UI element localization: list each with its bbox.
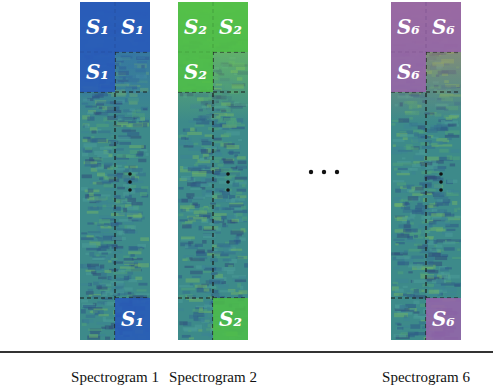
spectrogram-panel: Spectrogram 2S₂S₂S₂S₂ (178, 2, 248, 340)
segment-label: S₂ (219, 309, 242, 329)
spectrogram-caption: Spectrogram 2 (169, 369, 257, 386)
spectrogram-caption: Spectrogram 6 (382, 369, 470, 386)
segment-label: S₁ (121, 17, 144, 37)
spectrogram-panel: Spectrogram 1S₁S₁S₁S₁ (80, 2, 150, 340)
label-cell: S₆ (426, 2, 461, 52)
label-cell: S₆ (391, 2, 426, 52)
label-cell: S₆ (426, 298, 461, 340)
spectrogram-texture (178, 2, 248, 340)
segment-label: S₁ (121, 309, 144, 329)
label-cell: S₁ (115, 298, 150, 340)
label-cell: S₁ (115, 2, 150, 52)
horizontal-ellipsis (309, 170, 339, 174)
segment-label: S₆ (432, 17, 455, 37)
segment-label: S₆ (397, 62, 420, 82)
vertical-ellipsis (226, 172, 230, 192)
spectrogram-panel: Spectrogram 6S₆S₆S₆S₆ (391, 2, 461, 340)
label-cell: S₂ (213, 2, 248, 52)
segment-label: S₆ (432, 309, 455, 329)
vertical-ellipsis (128, 172, 132, 192)
segment-label: S₆ (397, 17, 420, 37)
spectrogram-texture (391, 2, 461, 340)
label-cell: S₆ (391, 52, 426, 92)
label-cell: S₁ (80, 52, 115, 92)
segment-label: S₁ (86, 62, 109, 82)
grid-dashes (80, 2, 150, 340)
baseline-rule (0, 351, 493, 353)
label-cell: S₂ (213, 298, 248, 340)
label-cell: S₂ (178, 52, 213, 92)
segment-label: S₂ (184, 62, 207, 82)
vertical-ellipsis (439, 172, 443, 192)
segment-label: S₁ (86, 17, 109, 37)
spectrogram-texture (80, 2, 150, 340)
label-cell: S₂ (178, 2, 213, 52)
grid-dashes (391, 2, 461, 340)
segment-label: S₂ (184, 17, 207, 37)
segment-label: S₂ (219, 17, 242, 37)
grid-dashes (178, 2, 248, 340)
spectrogram-caption: Spectrogram 1 (71, 369, 159, 386)
label-cell: S₁ (80, 2, 115, 52)
